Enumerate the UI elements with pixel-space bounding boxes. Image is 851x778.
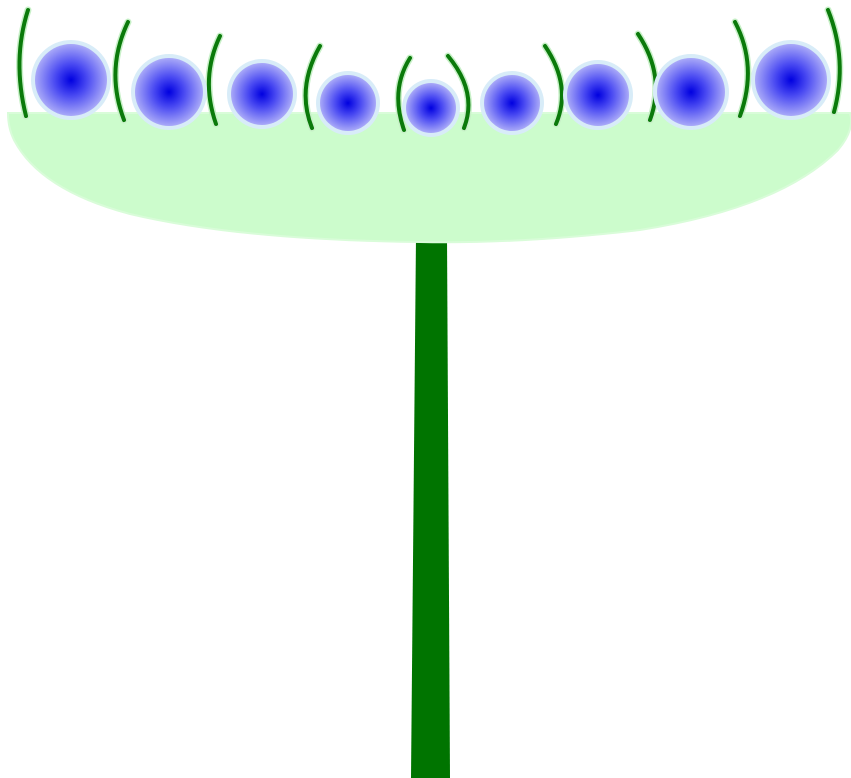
floret (755, 44, 827, 116)
floret (231, 63, 293, 125)
bract (638, 34, 656, 120)
floret (320, 75, 376, 131)
flower-stalk (411, 236, 450, 778)
floret (567, 64, 629, 126)
floret-group (31, 40, 831, 137)
floret (657, 58, 725, 126)
floret (484, 75, 540, 131)
floret (35, 44, 107, 116)
floret (406, 83, 456, 133)
floret (135, 58, 203, 126)
